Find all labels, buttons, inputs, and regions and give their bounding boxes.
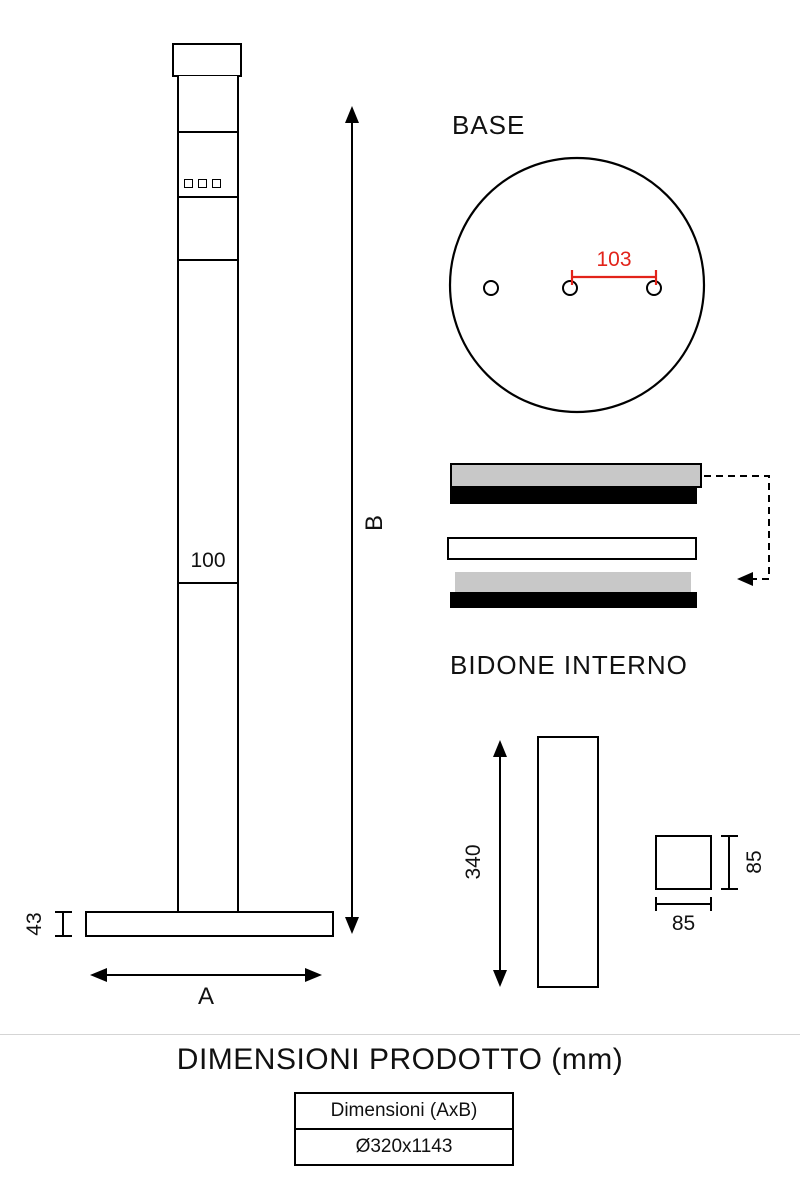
height-b-dimension-arrow <box>345 106 359 934</box>
assembly-flow-dashed-arrow <box>704 475 770 586</box>
bin-side-height-dimension-label: 85 <box>743 850 766 874</box>
base-top-view-circle <box>448 156 706 414</box>
pole-width-dimension-label: 100 <box>190 549 226 572</box>
pole-panel-line-top <box>177 131 239 133</box>
bin-side-width-dimension-bracket <box>655 897 712 911</box>
diameter-a-dimension-arrow <box>90 968 322 982</box>
base-height-dimension-label: 43 <box>23 912 46 936</box>
bin-height-dimension-label: 340 <box>462 844 485 880</box>
dimensions-table-value: Ø320x1143 <box>355 1136 453 1157</box>
bin-side-height-dimension-bracket <box>721 835 738 890</box>
pole-vent-slot-3 <box>212 179 221 188</box>
pole-panel-line-middle <box>177 196 239 198</box>
height-b-label: B <box>361 515 388 532</box>
inner-bin-body <box>537 736 599 988</box>
ring-band-black-top <box>450 488 697 504</box>
pole-vent-slot-2 <box>198 179 207 188</box>
ring-band-gray-bottom <box>455 572 691 592</box>
inner-bin-section-title: BIDONE INTERNO <box>450 650 688 680</box>
dimensions-table-header: Dimensioni (AxB) <box>296 1094 512 1130</box>
pole-vent-slot-1 <box>184 179 193 188</box>
ring-band-black-bottom <box>450 592 697 608</box>
pole-base-plate <box>85 911 334 937</box>
bin-height-dimension-arrow <box>493 740 507 987</box>
ring-band-gray-top <box>450 463 702 488</box>
footer-divider <box>0 1034 800 1035</box>
pole-cap <box>172 43 242 77</box>
bin-side-width-dimension-label: 85 <box>671 912 696 935</box>
pole-body <box>177 76 239 911</box>
inner-bin-top-view <box>655 835 712 890</box>
base-height-dimension-bracket <box>55 911 72 937</box>
holes-distance-dimension-label: 103 <box>596 248 632 271</box>
holes-distance-dimension-line <box>570 270 658 285</box>
pole-panel-line-bottom <box>177 259 239 261</box>
product-dimensions-title: DIMENSIONI PRODOTTO (mm) <box>176 1043 624 1076</box>
ring-band-white-middle <box>447 537 697 560</box>
diameter-a-label: A <box>197 983 214 1010</box>
dimensions-table: Dimensioni (AxB) Ø320x1143 <box>294 1092 514 1166</box>
base-section-title: BASE <box>452 110 526 140</box>
